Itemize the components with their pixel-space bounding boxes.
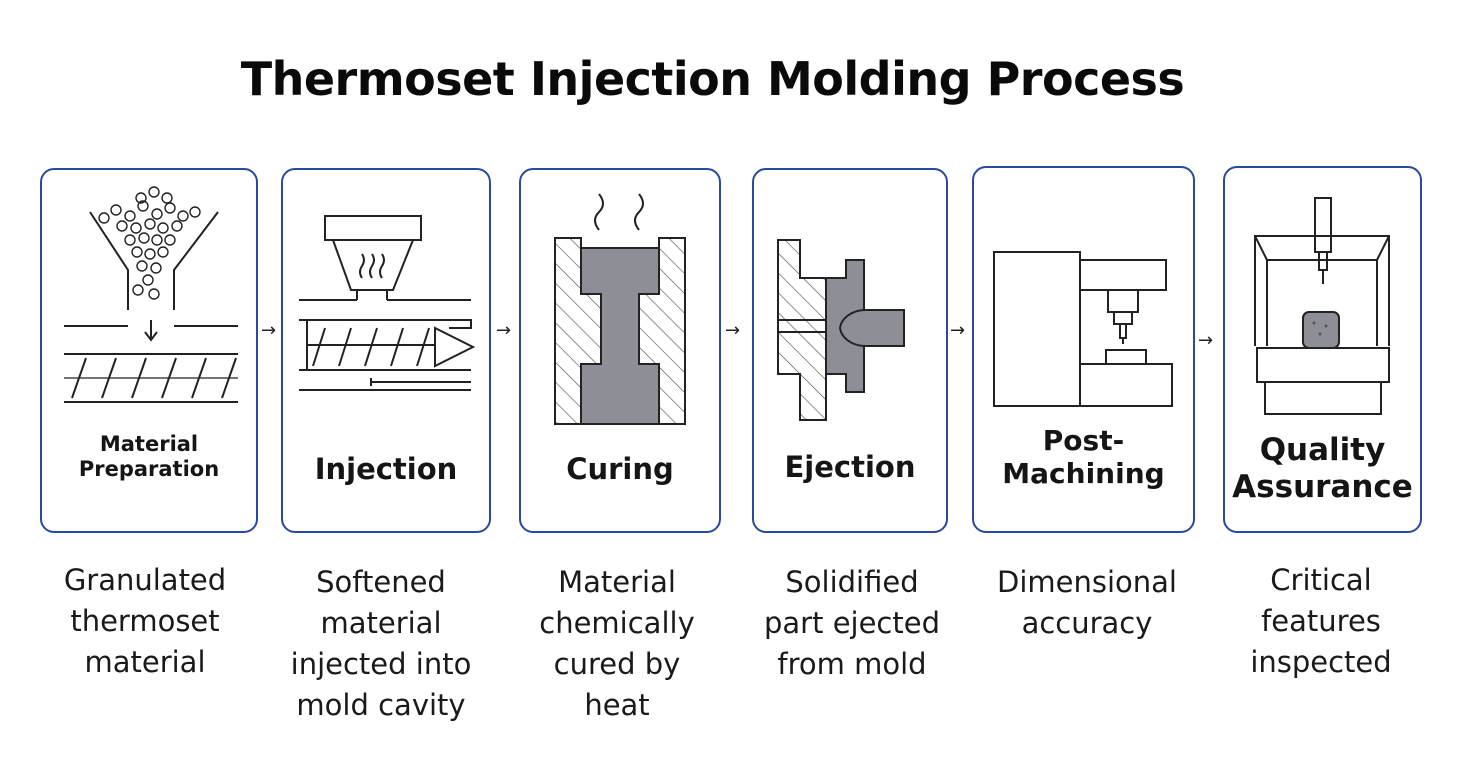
step-label-line: Material	[99, 432, 199, 456]
step-description: Solidified part ejected from mold	[764, 565, 940, 681]
connector-arrow: →	[1198, 330, 1214, 351]
hopper-screw-icon	[64, 186, 238, 403]
mold-ejection-icon	[777, 239, 905, 421]
step-label-line: Machining	[1002, 457, 1165, 491]
injection-barrel-icon	[299, 215, 476, 391]
connector-arrow: →	[950, 320, 966, 341]
step-label-line: Preparation	[78, 456, 220, 481]
step-description: Softened material injected into mold cav…	[290, 565, 472, 722]
cmm-inspection-icon	[1254, 197, 1390, 415]
step-card-ejection: Ejection	[752, 168, 948, 533]
step-label-line: Assurance	[1232, 468, 1413, 505]
step-card-injection: Injection	[281, 168, 491, 533]
step-label-line: Quality	[1259, 432, 1386, 468]
step-description: Material chemically cured by heat	[539, 565, 695, 722]
connector-arrow: →	[261, 320, 277, 341]
step-label-line: Ejection	[784, 450, 916, 484]
step-card-material-preparation: Material Preparation	[40, 168, 258, 533]
step-card-post-machining: Post- Machining	[972, 166, 1195, 533]
step-label-line: Curing	[566, 452, 674, 486]
step-label-line: Injection	[314, 452, 458, 486]
step-card-quality-assurance: Quality Assurance	[1223, 166, 1422, 533]
milling-machine-icon	[993, 251, 1173, 407]
connector-arrow: →	[496, 320, 512, 341]
step-description: Critical features inspected	[1250, 563, 1392, 679]
heated-mold-icon	[554, 193, 686, 425]
step-description: Dimensional accuracy	[997, 565, 1177, 640]
step-card-curing: Curing	[519, 168, 721, 533]
step-description: Granulated thermoset material	[63, 563, 227, 679]
step-label-line: Post-	[1042, 424, 1125, 457]
connector-arrow: →	[725, 320, 741, 341]
diagram-title: Thermoset Injection Molding Process	[240, 52, 1185, 106]
